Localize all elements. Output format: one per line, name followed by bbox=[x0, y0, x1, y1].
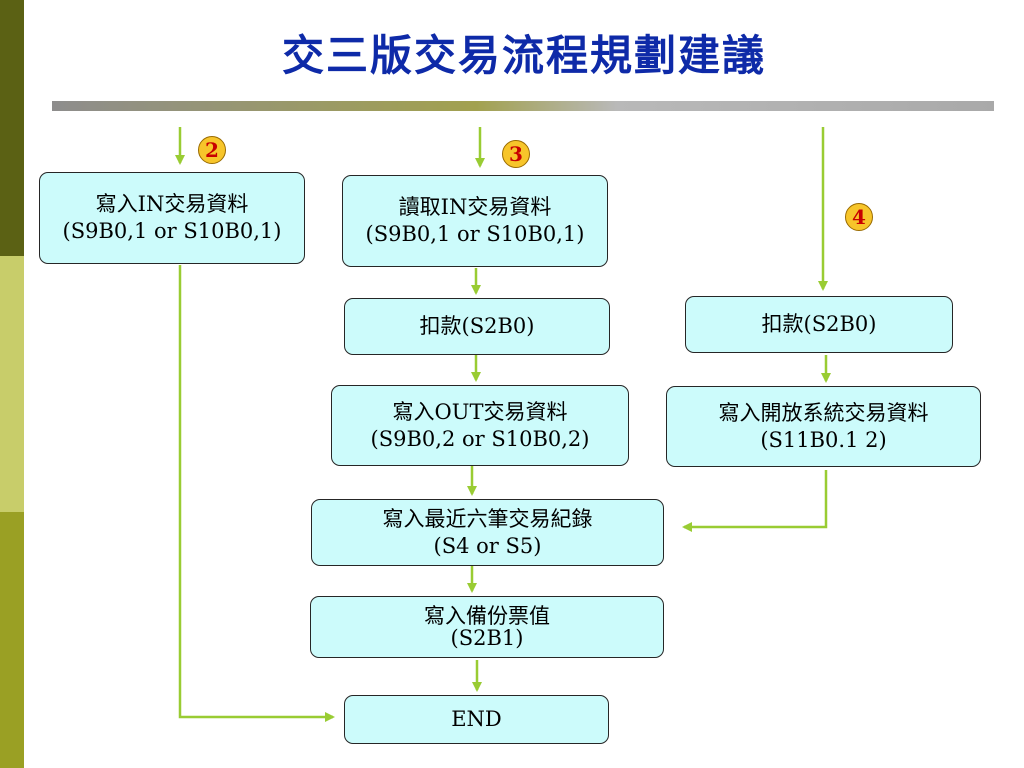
title-underline bbox=[52, 101, 994, 111]
arrow-writeopen-to-recent bbox=[682, 470, 828, 532]
node-sublabel: (S9B0,1 or S10B0,1) bbox=[62, 219, 282, 243]
node-label: 寫入備份票值 bbox=[424, 604, 550, 628]
left-accent-bar-top bbox=[0, 0, 24, 256]
node-label: 寫入最近六筆交易紀錄 bbox=[382, 506, 593, 531]
left-accent-bar-middle bbox=[0, 256, 24, 512]
node-write-out-transaction: 寫入OUT交易資料 (S9B0,2 or S10B0,2) bbox=[331, 385, 629, 466]
node-sublabel: (S9B0,2 or S10B0,2) bbox=[370, 426, 590, 451]
node-write-open-system-transaction: 寫入開放系統交易資料 (S11B0.1 2) bbox=[666, 386, 981, 467]
node-write-in-transaction: 寫入IN交易資料 (S9B0,1 or S10B0,1) bbox=[39, 172, 305, 264]
node-sublabel: (S9B0,1 or S10B0,1) bbox=[365, 222, 585, 246]
step-badge-4: 4 bbox=[845, 203, 873, 231]
node-write-recent-six-records: 寫入最近六筆交易紀錄 (S4 or S5) bbox=[311, 499, 664, 566]
node-deduct-right: 扣款(S2B0) bbox=[685, 296, 953, 353]
node-label: END bbox=[451, 707, 502, 731]
node-label: 寫入OUT交易資料 bbox=[392, 399, 568, 424]
node-label: 扣款(S2B0) bbox=[419, 314, 535, 338]
node-sublabel: (S4 or S5) bbox=[433, 533, 542, 558]
node-label: 寫入開放系統交易資料 bbox=[718, 400, 929, 425]
page-title: 交三版交易流程規劃建議 bbox=[281, 31, 766, 80]
node-sublabel: (S11B0.1 2) bbox=[760, 427, 887, 452]
node-end: END bbox=[344, 695, 609, 744]
node-sublabel: (S2B1) bbox=[450, 626, 524, 650]
node-deduct-middle: 扣款(S2B0) bbox=[344, 298, 610, 355]
node-label: 扣款(S2B0) bbox=[761, 312, 877, 336]
step-badge-2: 2 bbox=[198, 136, 226, 164]
node-label: 寫入IN交易資料 bbox=[95, 192, 249, 216]
step-badge-3: 3 bbox=[502, 140, 530, 168]
arrow-writein-to-end bbox=[178, 265, 335, 722]
node-write-backup-value: 寫入備份票值 (S2B1) bbox=[310, 596, 664, 658]
node-read-in-transaction: 讀取IN交易資料 (S9B0,1 or S10B0,1) bbox=[342, 175, 608, 267]
node-label: 讀取IN交易資料 bbox=[398, 195, 552, 219]
left-accent-bar-bottom bbox=[0, 512, 24, 768]
